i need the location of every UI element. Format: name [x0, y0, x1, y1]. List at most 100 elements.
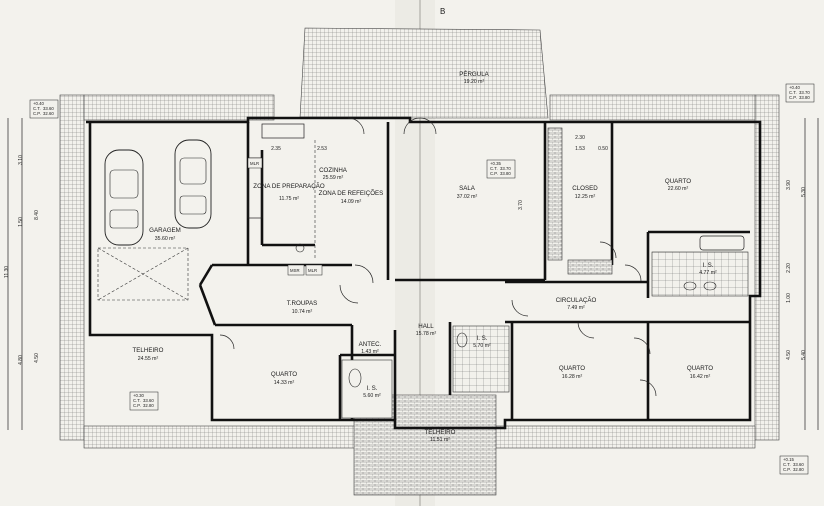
svg-text:HALL: HALL: [418, 323, 434, 330]
svg-text:5.30: 5.30: [801, 187, 807, 197]
car-icon: [104, 149, 144, 246]
garage-door-swing: [97, 247, 189, 301]
svg-text:I. S.: I. S.: [702, 262, 713, 269]
level-tag: +0.40 C.T. 33.60 C.P. 32.60: [29, 99, 59, 119]
dimension-lines: 3.10 1.50 4.80 8.40 4.50 11.30 3.90 5.30…: [4, 118, 819, 430]
svg-text:16.42 m²: 16.42 m²: [690, 374, 711, 380]
room-preparacao: ZONA DE PREPARAÇÃO 11.75 m²: [253, 183, 325, 202]
sink-icon: [703, 281, 717, 291]
svg-text:32.60: 32.60: [43, 111, 54, 116]
svg-text:+0.40: +0.40: [789, 85, 800, 90]
svg-text:C.T.: C.T.: [490, 166, 498, 171]
room-refeicoes: ZONA DE REFEIÇÕES 14.09 m²: [319, 190, 384, 205]
svg-text:C.P.: C.P.: [33, 111, 41, 116]
svg-text:4.50: 4.50: [34, 353, 40, 363]
svg-text:ANTEC.: ANTEC.: [359, 341, 382, 348]
closet-shelving: [547, 127, 613, 275]
svg-text:33.60: 33.60: [43, 106, 54, 111]
svg-text:37.02 m²: 37.02 m²: [457, 194, 478, 200]
svg-text:33.70: 33.70: [500, 166, 511, 171]
svg-text:GARAGEM: GARAGEM: [149, 227, 181, 234]
svg-text:CLOSED: CLOSED: [572, 185, 598, 192]
level-tags: +0.40 C.T. 33.60 C.P. 32.60 +0.40 C.T. 3…: [29, 83, 815, 475]
svg-text:11.75 m²: 11.75 m²: [279, 196, 299, 202]
svg-text:8.40: 8.40: [34, 210, 40, 220]
svg-text:C.T.: C.T.: [783, 462, 791, 467]
svg-text:32.80: 32.80: [793, 467, 804, 472]
svg-text:5.60 m²: 5.60 m²: [363, 393, 381, 399]
room-cozinha: COZINHA 25.59 m²: [319, 167, 348, 181]
room-antec: ANTEC. 1.43 m²: [359, 341, 382, 355]
svg-text:1.53: 1.53: [575, 146, 585, 152]
fixture-labels: MLR MSR MLR: [247, 157, 323, 276]
svg-text:33.80: 33.80: [500, 171, 511, 176]
svg-text:11.51 m²: 11.51 m²: [430, 437, 450, 443]
level-tag: +0.35 C.T. 33.70 C.P. 33.80: [486, 159, 516, 179]
svg-text:25.59 m²: 25.59 m²: [323, 175, 344, 181]
svg-text:33.80: 33.80: [799, 95, 810, 100]
room-is-west: I. S. 5.60 m²: [363, 385, 381, 399]
level-tag: +0.30 C.T. 33.60 C.P. 32.80: [129, 391, 159, 411]
svg-text:0.50: 0.50: [598, 146, 608, 152]
svg-text:11.30: 11.30: [4, 266, 10, 278]
svg-text:12.25 m²: 12.25 m²: [575, 194, 596, 200]
svg-text:C.P.: C.P.: [133, 403, 141, 408]
svg-text:22.60 m²: 22.60 m²: [668, 186, 689, 192]
svg-text:32.80: 32.80: [143, 403, 154, 408]
svg-text:2.35: 2.35: [271, 146, 281, 152]
roof-eave: [59, 27, 780, 496]
svg-text:33.70: 33.70: [799, 90, 810, 95]
svg-text:2.53: 2.53: [317, 146, 327, 152]
svg-text:I. S.: I. S.: [476, 335, 487, 342]
room-quarto-se: QUARTO 16.42 m²: [687, 365, 713, 380]
room-garagem: GARAGEM 35.60 m²: [149, 227, 181, 242]
svg-text:16.28 m²: 16.28 m²: [562, 374, 583, 380]
mlr-label: MLR: [308, 268, 317, 273]
svg-text:+0.35: +0.35: [490, 161, 501, 166]
svg-text:CIRCULAÇÃO: CIRCULAÇÃO: [556, 297, 597, 304]
svg-text:19.20 m²: 19.20 m²: [464, 79, 485, 85]
svg-text:24.55 m²: 24.55 m²: [138, 356, 159, 362]
toilet-icon: [348, 368, 362, 388]
sheet-label: B: [440, 7, 445, 16]
svg-text:T.ROUPAS: T.ROUPAS: [287, 300, 317, 307]
svg-text:+0.40: +0.40: [33, 101, 44, 106]
svg-text:4.77 m²: 4.77 m²: [699, 270, 717, 276]
svg-text:1.50: 1.50: [18, 217, 24, 227]
svg-text:1.43 m²: 1.43 m²: [361, 349, 379, 355]
room-quarto-s: QUARTO 16.28 m²: [559, 365, 585, 380]
svg-text:35.60 m²: 35.60 m²: [155, 236, 176, 242]
svg-text:C.P.: C.P.: [783, 467, 791, 472]
level-tag: +0.15 C.T. 33.60 C.P. 32.80: [779, 455, 809, 475]
svg-text:4.80: 4.80: [18, 355, 24, 365]
svg-text:PÉRGULA: PÉRGULA: [459, 71, 489, 78]
svg-text:2.20: 2.20: [786, 263, 792, 273]
mlr-label: MLR: [250, 161, 259, 166]
svg-text:3.10: 3.10: [18, 155, 24, 165]
svg-text:4.50: 4.50: [786, 350, 792, 360]
svg-text:C.P.: C.P.: [490, 171, 498, 176]
door-swings: [219, 117, 657, 397]
svg-text:14.33 m²: 14.33 m²: [274, 380, 295, 386]
svg-text:SALA: SALA: [459, 185, 476, 192]
room-is-ne: I. S. 4.77 m²: [699, 262, 717, 276]
svg-text:C.P.: C.P.: [789, 95, 797, 100]
svg-text:3.90: 3.90: [786, 180, 792, 190]
svg-text:QUARTO: QUARTO: [271, 371, 297, 378]
svg-text:15.78 m²: 15.78 m²: [416, 331, 437, 337]
room-labels: GARAGEM 35.60 m² COZINHA 25.59 m² ZONA D…: [133, 71, 718, 443]
room-pergula: PÉRGULA 19.20 m²: [459, 71, 489, 85]
svg-text:3.70: 3.70: [518, 200, 524, 210]
level-tag: +0.40 C.T. 33.70 C.P. 33.80: [785, 83, 815, 103]
room-quarto-sw: QUARTO 14.33 m²: [271, 371, 297, 386]
svg-text:2.30: 2.30: [575, 135, 585, 141]
svg-text:C.T.: C.T.: [133, 398, 141, 403]
svg-text:C.T.: C.T.: [33, 106, 41, 111]
tiled-wet-areas: [341, 251, 749, 419]
svg-text:COZINHA: COZINHA: [319, 167, 348, 174]
svg-text:33.60: 33.60: [143, 398, 154, 403]
svg-text:5.40: 5.40: [801, 350, 807, 360]
svg-text:7.49 m²: 7.49 m²: [567, 305, 585, 311]
room-circulacao: CIRCULAÇÃO 7.49 m²: [556, 297, 597, 311]
